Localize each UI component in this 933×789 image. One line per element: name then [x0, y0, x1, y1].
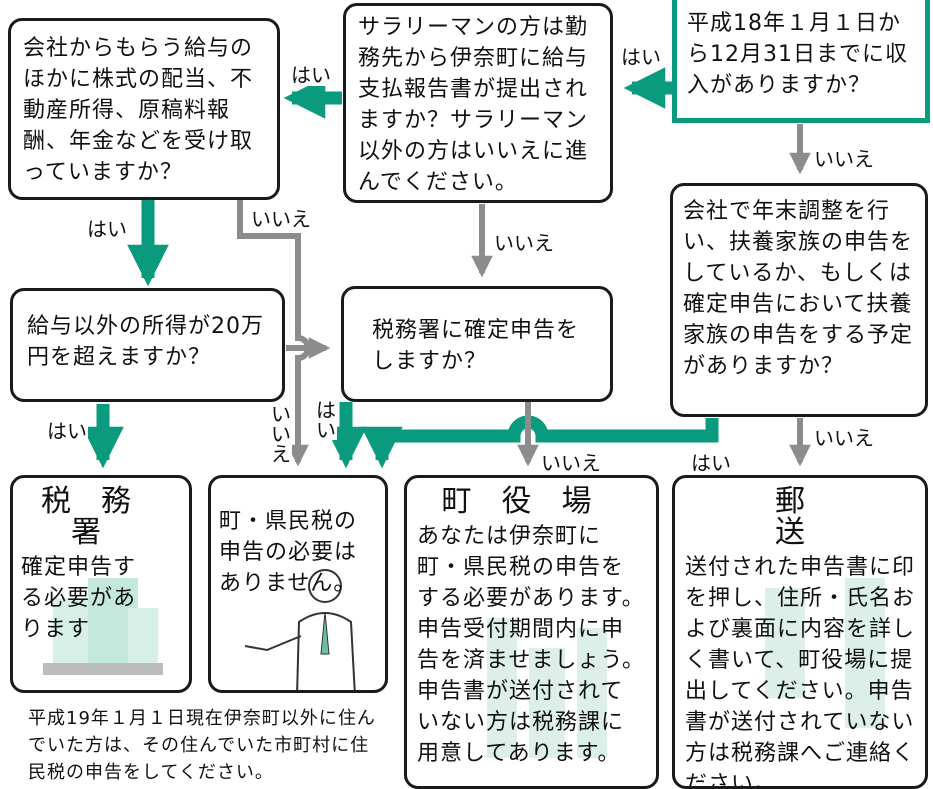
- other-income-question: 会社からもらう給与のほかに株式の配当、不動産所得、原稿料報酬、年金などを受け取っ…: [8, 18, 280, 200]
- year-end-question-text: 会社で年末調整を行い、扶養家族の申告をしているか、もしくは確定申告において扶養家…: [683, 199, 914, 379]
- start-question: 平成18年１月１日から12月31日までに収入がありますか？: [672, 0, 930, 123]
- label-no-salary: いいえ: [493, 231, 555, 255]
- label-yes-return: はい: [315, 398, 337, 442]
- year-end-question: 会社で年末調整を行い、扶養家族の申告をしているか、もしくは確定申告において扶養家…: [670, 183, 928, 417]
- label-yes-other: はい: [86, 217, 128, 241]
- mail-title: 郵送: [775, 484, 885, 550]
- start-question-text: 平成18年１月１日から12月31日までに収入がありますか？: [687, 11, 908, 98]
- label-yes-over: はい: [46, 419, 88, 443]
- not-needed-body: 町・県民税の申告の必要はありません。: [219, 509, 358, 596]
- mail-body: 送付された申告書に印を押し、住所・氏名および裏面に内容を詳しく書いて、町役場に提…: [685, 555, 916, 789]
- town-hall-outcome: 町役場 あなたは伊奈町に町・県民税の申告をする必要があります。申告受付期間内に申…: [404, 475, 659, 789]
- over-200k-question: 給与以外の所得が20万円を超えますか？: [10, 288, 285, 402]
- not-needed-outcome: 町・県民税の申告の必要はありません。: [208, 475, 388, 693]
- label-no-other: いいえ: [250, 207, 312, 231]
- town-hall-title: 町役場: [441, 484, 622, 519]
- town-hall-body: あなたは伊奈町に町・県民税の申告をする必要があります。申告受付期間内に申告を済ま…: [417, 524, 646, 766]
- tax-return-question-text: 税務署に確定申告をしますか？: [372, 318, 580, 374]
- salary-question: サラリーマンの方は勤務先から伊奈町に給与支払報告書が提出されますか？サラリーマン…: [343, 3, 613, 203]
- label-yes-salary: はい: [290, 63, 332, 87]
- mail-outcome: 郵送 送付された申告書に印を押し、住所・氏名および裏面に内容を詳しく書いて、町役…: [672, 475, 928, 789]
- label-no-over: いいえ: [270, 402, 292, 466]
- label-no-yearend: いいえ: [813, 426, 875, 450]
- other-income-question-text: 会社からもらう給与のほかに株式の配当、不動産所得、原稿料報酬、年金などを受け取っ…: [23, 36, 254, 185]
- label-no-return: いいえ: [540, 451, 602, 475]
- footnote: 平成19年１月１日現在伊奈町以外に住んでいた方は、その住んでいた市町村に住民税の…: [28, 708, 376, 783]
- mail-watermark: [765, 578, 905, 738]
- tax-office-outcome: 税務署 確定申告する必要があります: [10, 475, 192, 693]
- tax-return-question: 税務署に確定申告をしますか？: [341, 286, 613, 402]
- over-200k-question-text: 給与以外の所得が20万円を超えますか？: [27, 314, 264, 370]
- businessman-illustration: [227, 564, 377, 690]
- town-hall-watermark: [477, 608, 617, 758]
- tax-office-title: 税務署: [41, 484, 161, 550]
- label-no-start: いいえ: [813, 147, 875, 171]
- tax-office-body: 確定申告する必要があります: [21, 555, 137, 642]
- office-building-illustration: [43, 568, 163, 678]
- salary-question-text: サラリーマンの方は勤務先から伊奈町に給与支払報告書が提出されますか？サラリーマン…: [358, 15, 589, 195]
- label-yes-start: はい: [620, 45, 662, 69]
- label-yes-yearend: はい: [690, 451, 732, 475]
